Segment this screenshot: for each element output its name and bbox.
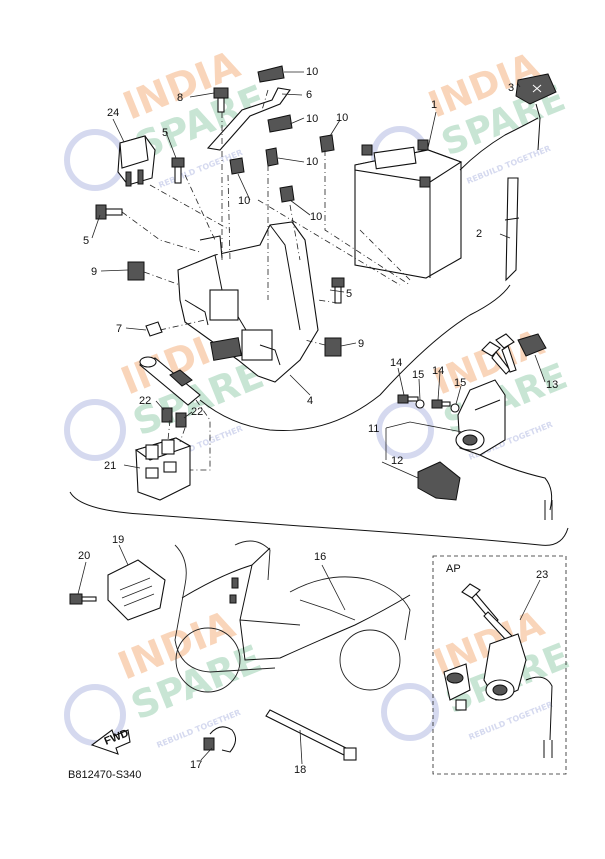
callout-5-top: 5 xyxy=(162,127,168,139)
callout-18: 18 xyxy=(294,764,306,776)
callout-10: 10 xyxy=(238,195,250,207)
terminal-cover xyxy=(515,73,557,151)
leader-lines xyxy=(77,71,546,765)
washer xyxy=(415,399,425,409)
fuse xyxy=(161,407,173,423)
battery-box xyxy=(177,221,319,383)
starter-relay xyxy=(117,135,156,187)
cable-tie xyxy=(265,709,357,761)
callout-15: 15 xyxy=(454,377,466,389)
callout-1: 1 xyxy=(431,99,437,111)
callout-3: 3 xyxy=(508,82,514,94)
key-set xyxy=(443,583,553,758)
callout-13: 13 xyxy=(546,379,558,391)
watermark-ring-icon xyxy=(381,683,439,741)
callout-9-left: 9 xyxy=(91,266,97,278)
callout-21: 21 xyxy=(104,460,116,472)
callout-14: 14 xyxy=(390,357,402,369)
callout-4: 4 xyxy=(307,395,313,407)
fuse xyxy=(175,412,187,428)
callout-10: 10 xyxy=(306,156,318,168)
callout-10: 10 xyxy=(306,113,318,125)
switch-cover xyxy=(417,461,461,501)
key xyxy=(481,341,511,375)
callout-7: 7 xyxy=(116,323,122,335)
screw xyxy=(397,394,419,404)
callout-12: 12 xyxy=(391,455,403,467)
damper-pad xyxy=(265,147,279,167)
damper-pad xyxy=(279,185,295,203)
callout-14: 14 xyxy=(432,365,444,377)
scooter-outline xyxy=(174,540,411,693)
key xyxy=(495,333,517,373)
callout-22: 22 xyxy=(191,406,203,418)
washer xyxy=(450,403,460,413)
bolt xyxy=(95,204,123,220)
watermark-logo: INDIA SPARE REBUILD TOGETHER xyxy=(381,603,575,742)
bolt xyxy=(69,593,97,605)
rubber-pad xyxy=(127,261,145,281)
callout-19: 19 xyxy=(112,534,124,546)
callout-11: 11 xyxy=(368,423,379,435)
main-switch xyxy=(455,379,553,520)
clip xyxy=(145,321,163,337)
callout-16: 16 xyxy=(314,551,326,563)
watermark-ring-icon xyxy=(376,401,434,459)
screw xyxy=(431,399,451,409)
callout-17: 17 xyxy=(190,759,202,771)
watermark-logo: INDIA SPARE REBUILD TOGETHER xyxy=(64,602,268,750)
fwd-arrow-icon xyxy=(90,729,131,755)
bracket xyxy=(206,87,291,151)
damper-pad xyxy=(257,65,285,83)
callout-10: 10 xyxy=(336,112,348,124)
callout-10: 10 xyxy=(310,211,322,223)
callout-23: 23 xyxy=(536,569,548,581)
damper-pad xyxy=(319,134,335,153)
regulator-cover xyxy=(107,559,166,621)
bolt xyxy=(171,157,185,184)
watermark-ring-icon xyxy=(64,399,126,461)
fuse-holder xyxy=(138,356,201,406)
inset-box xyxy=(432,555,567,775)
clamp xyxy=(203,726,236,753)
callout-10: 10 xyxy=(306,66,318,78)
callout-6: 6 xyxy=(306,89,312,101)
callout-22: 22 xyxy=(139,395,151,407)
callout-24: 24 xyxy=(107,107,119,119)
wire-harness xyxy=(181,547,411,661)
inset-label: AP xyxy=(446,563,461,575)
watermark-ring-icon xyxy=(64,129,126,191)
battery xyxy=(354,139,463,279)
battery-band xyxy=(504,177,520,282)
callout-9-right: 9 xyxy=(358,338,364,350)
callout-2: 2 xyxy=(476,228,482,240)
rubber-pad xyxy=(324,337,342,357)
callout-5-right: 5 xyxy=(346,288,352,300)
callout-20: 20 xyxy=(78,550,90,562)
damper-pad xyxy=(267,114,293,133)
callout-8: 8 xyxy=(177,92,183,104)
damper-pad xyxy=(229,157,245,175)
fuse-box xyxy=(134,437,192,501)
cap xyxy=(517,333,547,357)
section-divider-curve xyxy=(69,491,569,546)
callout-15: 15 xyxy=(412,369,424,381)
callout-5-left: 5 xyxy=(83,235,89,247)
diagram-code: B812470-S340 xyxy=(68,769,141,781)
